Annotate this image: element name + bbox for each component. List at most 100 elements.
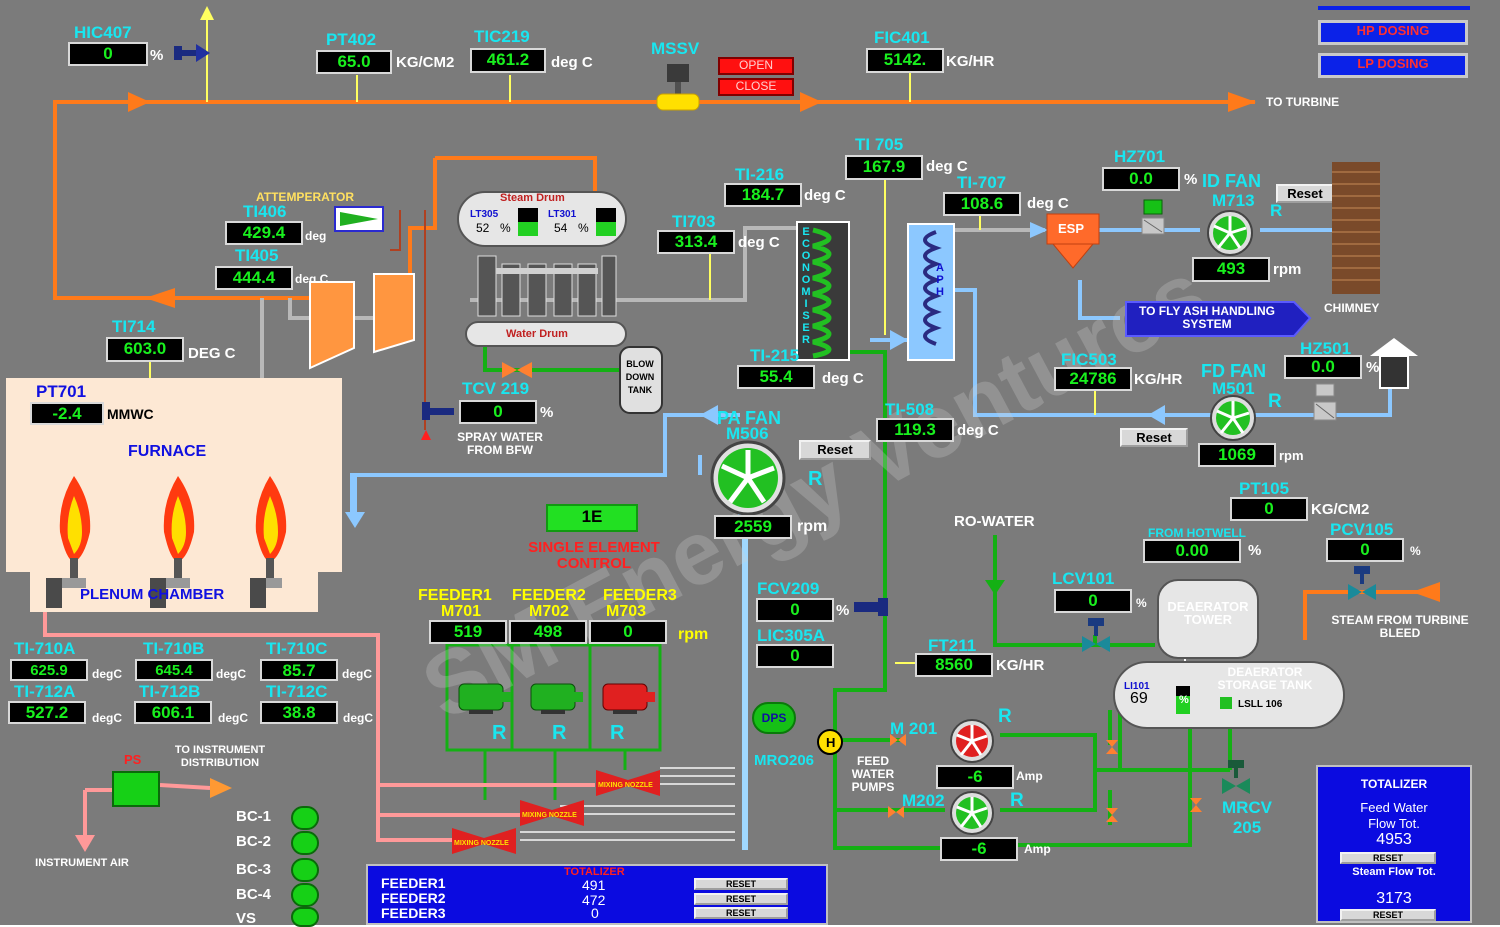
ti508-value[interactable]: 119.3 (876, 418, 954, 442)
lp-dosing-button[interactable]: LP DOSING (1318, 53, 1468, 78)
pump-m201-amp-value[interactable]: -6 (936, 765, 1014, 789)
ti703-value[interactable]: 313.4 (657, 230, 735, 254)
feeder1-total-reset-button[interactable]: RESET (694, 878, 788, 890)
pa-fan-speed-value[interactable]: 2559 (714, 515, 792, 539)
ti707-value[interactable]: 108.6 (943, 192, 1021, 216)
ti405-label: TI405 (235, 246, 279, 265)
from-hotwell-value[interactable]: 0.00 (1143, 539, 1241, 563)
feed-water-total-value: 4953 (1376, 831, 1412, 848)
recirc-valve-2-icon[interactable] (1104, 806, 1120, 824)
fd-fan-reset-button[interactable]: Reset (1120, 428, 1188, 447)
tcv219-valve-icon[interactable] (500, 360, 534, 380)
ft211-value[interactable]: 8560 (915, 653, 993, 677)
lt301-unit: % (578, 221, 589, 235)
instrument-air-label: INSTRUMENT AIR (35, 857, 129, 869)
recirc-valve-1-icon[interactable] (1104, 738, 1120, 756)
lcv101-value[interactable]: 0 (1054, 589, 1132, 613)
ti710c-value[interactable]: 85.7 (260, 659, 338, 681)
pcv105-valve-icon[interactable] (1346, 564, 1378, 602)
ti405-value[interactable]: 444.4 (215, 266, 293, 290)
id-fan-speed-value[interactable]: 493 (1192, 257, 1270, 282)
ti710a-value[interactable]: 625.9 (10, 659, 88, 681)
feeder2-speed-value[interactable]: 498 (509, 620, 587, 644)
dps-indicator[interactable]: DPS (752, 702, 796, 734)
damper-hz501-icon[interactable] (1312, 382, 1340, 426)
ti712b-label: TI-712B (139, 682, 201, 701)
mssv-open-button[interactable]: OPEN (718, 57, 794, 75)
ti712c-unit: degC (343, 711, 373, 725)
feeder2-run-indicator: R (552, 722, 567, 744)
hic407-value[interactable]: 0 (68, 42, 148, 66)
id-fan-speed-unit: rpm (1273, 261, 1302, 278)
mixing-nozzle-1-icon (596, 770, 660, 796)
hz701-value[interactable]: 0.0 (1102, 167, 1180, 191)
lcv101-valve-icon[interactable] (1080, 616, 1112, 654)
ti406-value[interactable]: 429.4 (225, 221, 303, 245)
ti714-value[interactable]: 603.0 (106, 337, 184, 362)
pcv105-value[interactable]: 0 (1326, 538, 1404, 562)
ti705-value[interactable]: 167.9 (845, 155, 923, 180)
feeder3-speed-value[interactable]: 0 (589, 620, 667, 644)
fic401-value[interactable]: 5142. (866, 48, 944, 73)
feeder1-speed-value[interactable]: 519 (429, 620, 507, 644)
mssv-close-button[interactable]: CLOSE (718, 78, 794, 96)
ti712a-value[interactable]: 527.2 (8, 701, 86, 724)
pump-m202-amp-value[interactable]: -6 (940, 837, 1018, 861)
pump-m202-amp-unit: Amp (1024, 842, 1051, 856)
damper-hz701-icon[interactable] (1140, 198, 1168, 238)
deaerator-storage-tank-icon (1113, 661, 1345, 729)
feeder3-total-reset-button[interactable]: RESET (694, 907, 788, 919)
ti216-value[interactable]: 184.7 (724, 183, 802, 207)
feed-water-total-reset-button[interactable]: RESET (1340, 852, 1436, 864)
fly-ash-label: TO FLY ASH HANDLING SYSTEM (1138, 304, 1275, 331)
pt402-value[interactable]: 65.0 (316, 50, 392, 74)
hp-dosing-button[interactable]: HP DOSING (1318, 20, 1468, 45)
ti712c-value[interactable]: 38.8 (260, 701, 338, 724)
pressure-switch-box[interactable] (112, 771, 160, 807)
pt105-value[interactable]: 0 (1230, 497, 1308, 521)
ti712c-label: TI-712C (266, 682, 328, 701)
hz501-value[interactable]: 0.0 (1284, 355, 1362, 379)
pt701-value[interactable]: -2.4 (30, 402, 104, 425)
ti215-value[interactable]: 55.4 (737, 365, 815, 389)
id-fan-reset-button[interactable]: Reset (1276, 184, 1334, 203)
recirc-valve-3-icon[interactable] (1188, 796, 1204, 814)
esp-icon (1046, 213, 1100, 269)
tic219-label: TIC219 (474, 27, 530, 46)
mssv-valve-icon[interactable] (655, 62, 701, 114)
fcv209-valve-icon[interactable] (852, 594, 892, 622)
pump-m201-icon[interactable] (944, 718, 1004, 764)
bc2-indicator (291, 831, 319, 855)
pcv105-unit: % (1410, 544, 1421, 558)
mixing-nozzle-2-icon (520, 800, 584, 826)
lcv101-label: LCV101 (1052, 569, 1115, 588)
tcv219-value[interactable]: 0 (459, 400, 537, 424)
fcv209-value[interactable]: 0 (756, 598, 834, 622)
pa-fan-icon[interactable] (702, 440, 798, 516)
pump-m202-icon[interactable] (944, 790, 1004, 836)
tic219-value[interactable]: 461.2 (470, 48, 546, 73)
steam-flow-total-reset-button[interactable]: RESET (1340, 909, 1436, 921)
id-fan-icon[interactable] (1202, 210, 1262, 256)
feeder1-total-value: 491 (582, 877, 606, 893)
spray-valve-icon[interactable] (420, 398, 456, 426)
feeder2-total-reset-button[interactable]: RESET (694, 893, 788, 905)
attemperator-label: ATTEMPERATOR (256, 190, 354, 204)
fic503-value[interactable]: 24786 (1054, 367, 1132, 391)
mrcv-valve-icon[interactable] (1220, 758, 1252, 796)
ti710b-value[interactable]: 645.4 (135, 659, 213, 681)
lic305a-value[interactable]: 0 (756, 644, 834, 668)
pa-fan-reset-button[interactable]: Reset (799, 440, 871, 460)
fd-fan-icon[interactable] (1205, 395, 1265, 441)
li101-label: LI101 (1124, 681, 1150, 692)
mssv-label: MSSV (651, 39, 700, 58)
fd-fan-speed-value[interactable]: 1069 (1198, 443, 1276, 467)
control-mode-indicator[interactable]: 1E (546, 504, 638, 532)
pump-m202-valve-icon[interactable] (886, 804, 906, 820)
pump-m201-valve-icon[interactable] (888, 732, 908, 748)
feeder1-tag: M701 (441, 603, 482, 620)
ti712b-value[interactable]: 606.1 (134, 701, 212, 724)
pa-fan-label: PA FAN (717, 408, 782, 428)
control-valve-hic407-icon[interactable] (172, 40, 212, 66)
from-hotwell-unit: % (1248, 542, 1262, 559)
